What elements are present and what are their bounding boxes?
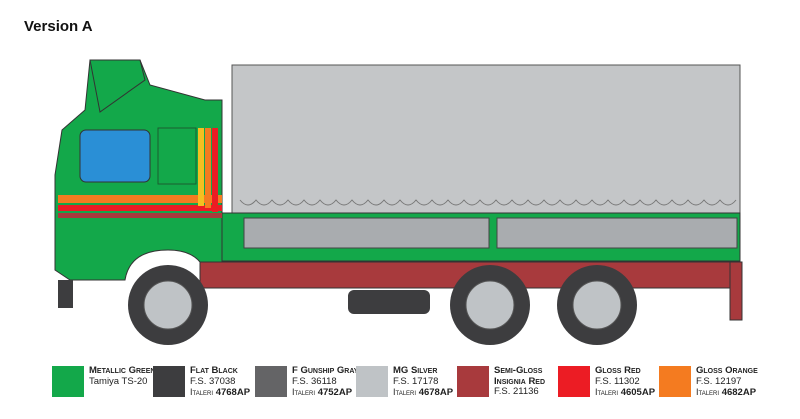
paint-code: F.S. 36118 [292, 375, 337, 387]
paint-name: MG Silver [393, 365, 438, 376]
italeri-code: Italeri 4678AP [393, 387, 454, 398]
italeri-code: Italeri 4682AP [696, 387, 757, 398]
paint-code: F.S. 12197 [696, 375, 742, 387]
paint-code: Tamiya TS-20 [89, 375, 148, 387]
color-swatch [255, 366, 287, 397]
front-wheel [128, 265, 208, 345]
rear-wheel-1 [450, 265, 530, 345]
italeri-code: Italeri 4605AP [595, 387, 656, 398]
version-title: Version A [24, 18, 93, 35]
cargo-tarp [231, 64, 741, 216]
paint-name: Semi-Gloss [494, 365, 543, 376]
color-swatch [356, 366, 388, 397]
color-swatch [659, 366, 691, 397]
color-swatch [52, 366, 84, 397]
italeri-code: Italeri 4768AP [190, 387, 251, 398]
truck-illustration [54, 59, 743, 345]
paint-name: Gloss Orange [696, 365, 758, 376]
paint-name: Gloss Red [595, 365, 641, 376]
paint-code: F.S. 17178 [393, 375, 439, 387]
color-swatch [153, 366, 185, 397]
color-swatch [558, 366, 590, 397]
paint-code: F.S. 11302 [595, 375, 640, 387]
paint-name: F Gunship Gray [292, 365, 359, 376]
rear-wheel-2 [557, 265, 637, 345]
color-swatch [457, 366, 489, 397]
paint-code: F.S. 37038 [190, 375, 236, 387]
paint-name: Metallic Green [89, 365, 156, 376]
paint-name: Insignia Red [494, 375, 546, 387]
paint-name: Flat Black [190, 365, 238, 376]
paint-code: F.S. 21136 [494, 386, 539, 397]
italeri-code: Italeri 4752AP [292, 387, 353, 398]
